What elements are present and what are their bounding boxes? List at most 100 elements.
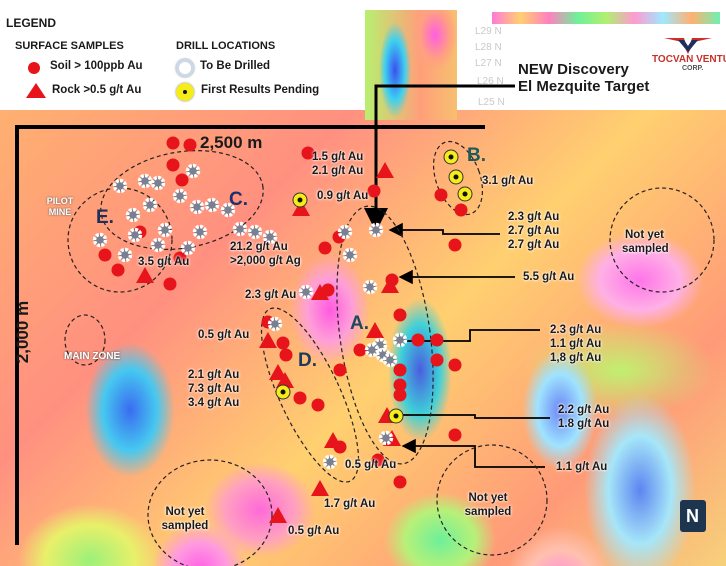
to-be-drilled-marker [125,207,141,223]
soil-sample-marker [393,308,407,322]
soil-sample-marker [175,173,189,187]
soil-sample-marker [311,398,325,412]
to-be-drilled-marker [362,279,378,295]
rock-sample-marker [381,277,399,293]
soil-sample-marker [411,333,425,347]
rock-sample-marker [276,372,294,388]
leader-line [401,438,545,468]
to-be-drilled-marker [322,454,338,470]
soil-sample-marker [393,388,407,402]
legend-to-be-drilled-label: To Be Drilled [200,60,271,72]
assay-label: 2.3 g/t Au [245,289,297,301]
zone-b-label: B. [467,145,486,166]
to-be-drilled-marker [364,342,380,358]
zone-b-outline [432,140,484,216]
to-be-drilled-marker [189,199,205,215]
surface-samples-heading: SURFACE SAMPLES [15,40,124,52]
to-be-drilled-marker [262,229,278,245]
assay-label: 3.1 g/t Au [482,175,534,187]
results-pending-marker [292,192,308,208]
soil-sample-marker [434,188,448,202]
soil-sample-marker [454,203,468,217]
soil-sample-marker [393,378,407,392]
grid-line-label: L26 N [477,76,504,87]
to-be-drilled-marker [137,173,153,189]
callout-line1: NEW Discovery [518,61,629,78]
zone-c-outline [100,150,264,250]
results-pending-marker [275,384,291,400]
pilot-mine-label: PILOT MINE [46,196,74,217]
results-pending-marker [457,186,473,202]
soil-sample-marker [448,238,462,252]
not-sampled-outline [609,187,715,293]
soil-sample-marker [430,333,444,347]
leader-line [400,414,550,419]
logo-sub: CORP. [682,65,704,72]
red-triangle-icon [26,83,46,98]
assay-label: 1.7 g/t Au [324,498,376,510]
to-be-drilled-marker [267,316,283,332]
assay-label: 21.2 g/t Au>2,000 g/t Ag [230,241,301,267]
soil-sample-marker [371,453,385,467]
soil-sample-marker [393,363,407,377]
to-be-drilled-marker [192,224,208,240]
legend-soil-label: Soil > 100ppb Au [50,60,143,72]
red-circle-icon [28,62,40,74]
soil-sample-marker [173,251,187,265]
leader-line [405,329,540,342]
to-be-drilled-marker [180,240,196,256]
north-label: N [686,506,699,526]
callout-line2: El Mezquite Target [518,78,650,95]
soil-sample-marker [111,263,125,277]
logo-emblem-icon [664,38,712,54]
soil-sample-marker [276,336,290,350]
grid-line-label: L27 N [475,58,502,69]
to-be-drilled-marker [342,247,358,263]
assay-label: 0.9 g/t Au [317,190,369,202]
to-be-drilled-marker [185,163,201,179]
to-be-drilled-marker [232,221,248,237]
white-ring-icon [176,59,194,77]
soil-sample-marker [166,158,180,172]
to-be-drilled-marker [368,222,384,238]
rock-sample-marker [259,332,277,348]
rock-sample-marker [311,480,329,496]
main-zone-outline [64,314,106,366]
yellow-ring-icon [176,83,194,101]
rock-sample-marker [292,200,310,216]
soil-sample-marker [301,146,315,160]
assay-label: 3.5 g/t Au [138,256,190,268]
assay-label: 5.5 g/t Au [523,271,575,283]
soil-sample-marker [166,136,180,150]
legend-pending-label: First Results Pending [201,84,320,96]
rock-sample-marker [366,322,384,338]
grid-line-label: L28 N [475,42,502,53]
to-be-drilled-marker [142,197,158,213]
rock-sample-marker [269,507,287,523]
to-be-drilled-marker [220,202,236,218]
zone-e-outline [67,187,173,293]
leader-line [388,222,500,238]
soil-sample-marker [448,428,462,442]
main-zone-label: MAIN ZONE [64,351,121,362]
soil-sample-marker [367,184,381,198]
to-be-drilled-marker [117,247,133,263]
rock-sample-marker [136,267,154,283]
rock-sample-marker [311,284,329,300]
not-sampled-outline [147,459,273,566]
to-be-drilled-marker [392,332,408,348]
soil-sample-marker [353,343,367,357]
not-sampled-outline [436,444,548,556]
not-sampled-label: Not yet sampled [464,492,512,518]
zone-a-outline [336,205,434,465]
soil-sample-marker [293,391,307,405]
to-be-drilled-marker [378,430,394,446]
to-be-drilled-marker [157,222,173,238]
to-be-drilled-marker [92,232,108,248]
grid-line-label: L29 N [475,26,502,37]
scale-vertical-label: 2,000 m [13,300,33,364]
to-be-drilled-marker [247,224,263,240]
to-be-drilled-marker [298,284,314,300]
